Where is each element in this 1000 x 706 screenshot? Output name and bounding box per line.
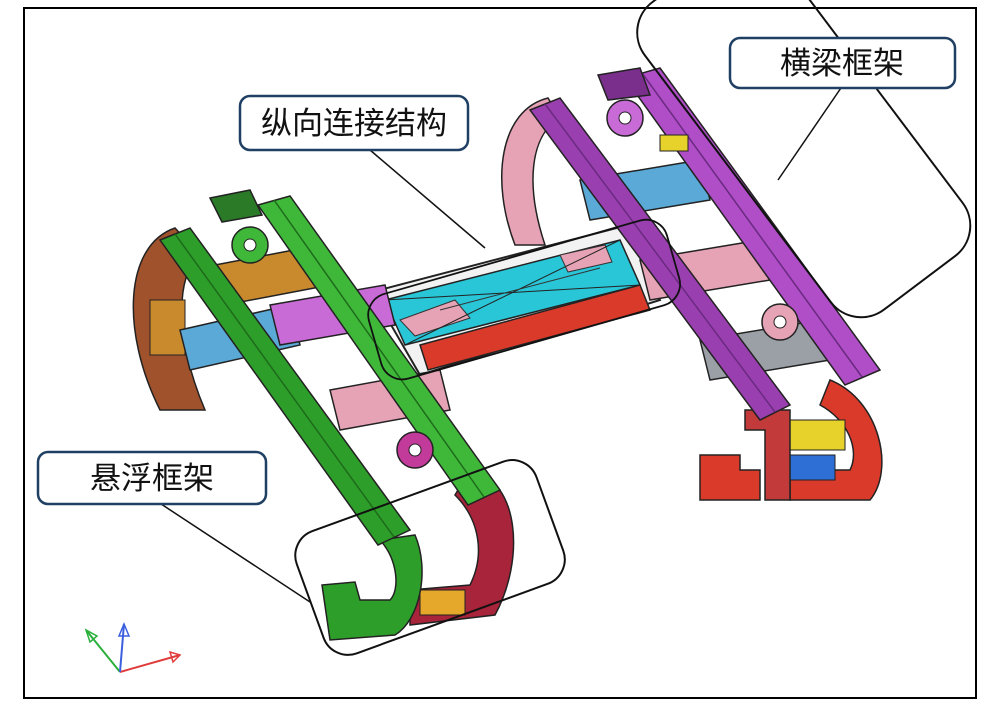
left-top-bracket [208, 189, 264, 223]
axis-z-arrow [119, 623, 125, 673]
right-front-yellow-block [789, 419, 846, 451]
longitudinal-label-box [238, 94, 470, 152]
crossbeam-label-text: 横梁框架 [780, 46, 904, 82]
crossbeam-label-box [728, 36, 957, 90]
right-rear-arch [500, 97, 562, 246]
suspension-frame-enclosure [294, 459, 566, 656]
left-front-foot [321, 534, 423, 641]
right-yellow-detail [659, 134, 689, 152]
left-gold-block [149, 299, 186, 356]
callout-crossbeam-frame: 横梁框架 [728, 36, 957, 90]
suspension-leader-line [154, 499, 311, 603]
longitudinal-connection-structure [370, 223, 662, 377]
longitudinal-leader-line [369, 149, 486, 249]
longitudinal-label-text: 纵向连接结构 [261, 106, 447, 142]
right-top-bracket [596, 67, 652, 101]
left-front-yellow-block [419, 589, 466, 616]
crossbeam-leader-line [777, 84, 844, 181]
right-front-foot-2 [744, 409, 791, 501]
longitudinal-enclosure [367, 218, 681, 381]
right-front-blue-block [789, 454, 836, 481]
axis-x-arrow [119, 654, 181, 673]
left-outer-rail [256, 195, 502, 506]
left-front-arch [409, 469, 515, 626]
axis-y-arrow [85, 629, 121, 673]
suspension-label-text: 悬浮框架 [90, 461, 214, 497]
right-front-foot [699, 454, 761, 501]
suspension-label-box [36, 450, 268, 506]
callout-longitudinal-connection: 纵向连接结构 [238, 94, 470, 152]
left-frame-module [132, 189, 515, 641]
right-frame-module [500, 67, 883, 501]
callout-suspension-frame: 悬浮框架 [36, 450, 268, 506]
axis-triad [84, 622, 182, 673]
connection-pink-truss [399, 299, 471, 337]
